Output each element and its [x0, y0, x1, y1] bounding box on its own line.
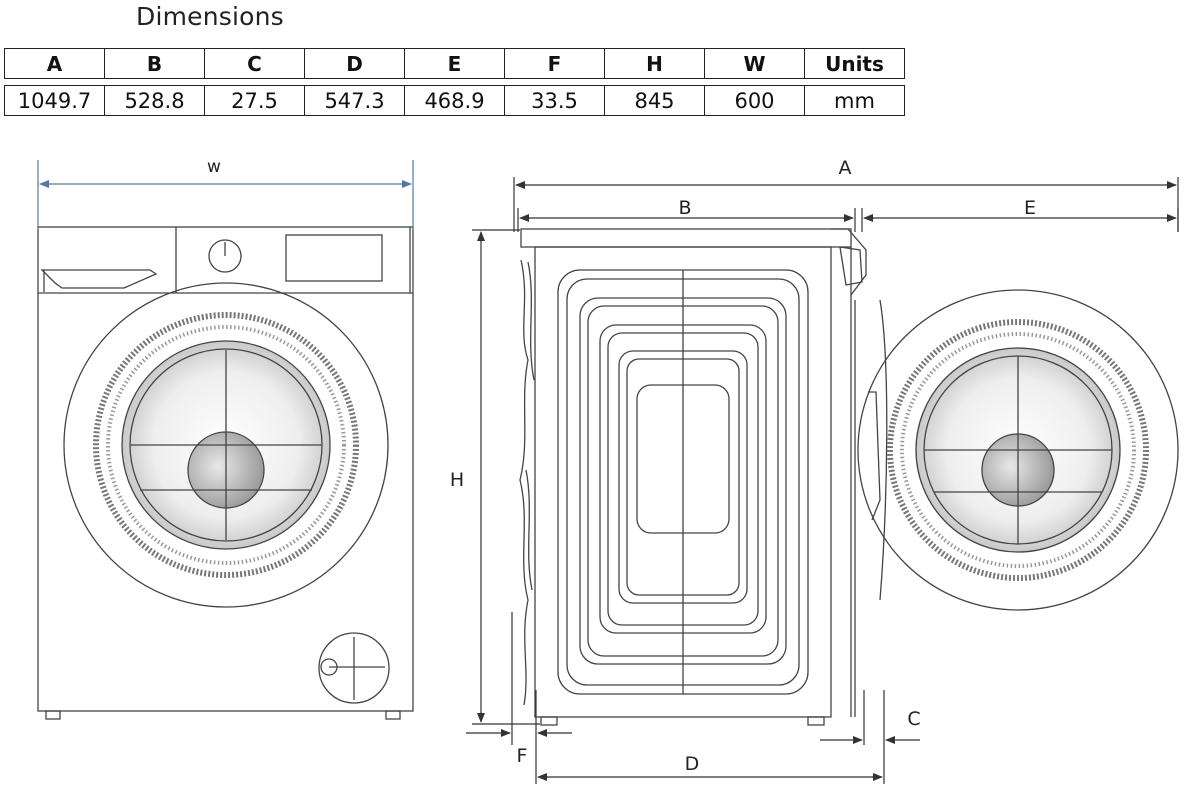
open-door-perforation — [887, 319, 1149, 581]
side-foot-front — [807, 716, 825, 726]
value-cell-w: 600 — [705, 85, 805, 116]
value-cell-h: 845 — [605, 85, 705, 116]
label-h: H — [450, 469, 464, 491]
display-panel — [285, 234, 383, 282]
side-top-panel — [520, 228, 852, 248]
front-foot-right — [385, 710, 401, 720]
dimension-b — [517, 208, 856, 232]
label-f: F — [517, 745, 528, 767]
front-view-washer — [37, 226, 414, 720]
drum-perforation-ring — [93, 312, 359, 578]
header-cell-d: D — [305, 48, 405, 79]
value-cell-units: mm — [805, 85, 905, 116]
side-body-outline — [534, 246, 832, 718]
header-cell-e: E — [405, 48, 505, 79]
header-cell-units: Units — [805, 48, 905, 79]
header-cell-a: A — [4, 48, 105, 79]
value-cell-d: 547.3 — [305, 85, 405, 116]
header-cell-c: C — [205, 48, 305, 79]
value-cell-a: 1049.7 — [4, 85, 105, 116]
side-foot-rear — [540, 716, 558, 726]
dimension-f — [466, 612, 572, 745]
label-e: E — [1024, 197, 1036, 219]
rear-hose — [519, 259, 529, 706]
value-cell-b: 528.8 — [105, 85, 205, 116]
label-c: C — [907, 708, 920, 730]
dimension-w — [37, 160, 414, 230]
power-knob-icon — [208, 239, 242, 273]
dimensions-table: A B C D E F H W Units 1049.7 528.8 27.5 … — [4, 48, 905, 116]
open-door — [857, 289, 1179, 611]
front-foot-left — [45, 710, 61, 720]
front-door-outer-ring — [63, 282, 389, 608]
header-cell-h: H — [605, 48, 705, 79]
value-cell-e: 468.9 — [405, 85, 505, 116]
filter-cap — [318, 632, 390, 704]
label-d: D — [685, 753, 700, 775]
table-value-row: 1049.7 528.8 27.5 547.3 468.9 33.5 845 6… — [4, 85, 905, 116]
dimension-e — [861, 208, 1179, 232]
header-cell-w: W — [705, 48, 805, 79]
label-b: B — [678, 197, 691, 219]
header-cell-b: B — [105, 48, 205, 79]
label-a: A — [839, 157, 852, 179]
value-cell-f: 33.5 — [505, 85, 605, 116]
side-view-washer — [519, 228, 888, 726]
label-w: w — [207, 157, 221, 177]
front-body-outline — [37, 226, 414, 712]
header-cell-f: F — [505, 48, 605, 79]
table-header-row: A B C D E F H W Units — [4, 48, 905, 79]
dimension-d — [535, 745, 885, 784]
detergent-drawer-handle — [40, 269, 158, 289]
dimension-h — [472, 229, 540, 725]
page-title: Dimensions — [136, 2, 284, 31]
value-cell-c: 27.5 — [205, 85, 305, 116]
dimension-c — [820, 690, 920, 745]
open-door-outer-ring — [857, 289, 1179, 611]
dimension-a — [513, 177, 1179, 232]
